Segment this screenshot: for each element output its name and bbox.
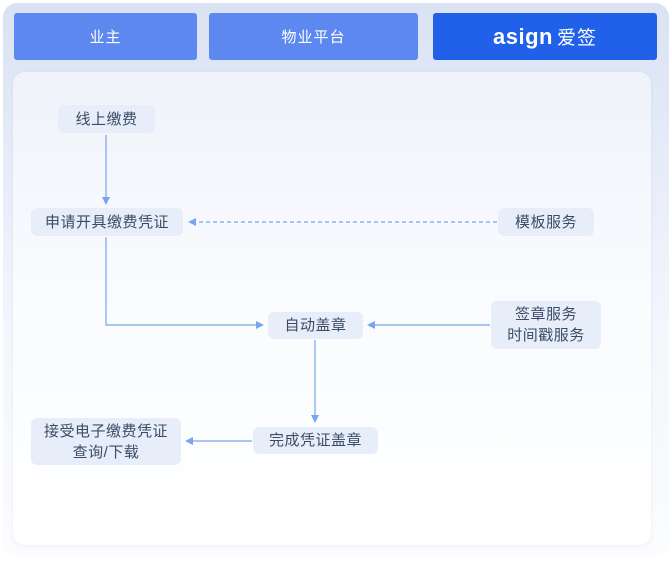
node-apply-voucher: 申请开具缴费凭证 [31,208,183,236]
node-receive-voucher: 接受电子缴费凭证 查询/下载 [31,418,181,465]
lane-owner-label: 业主 [89,29,122,46]
asign-logo-text: asign [493,23,553,49]
lane-header-owner: 业主 [14,13,197,60]
node-label: 模板服务 [514,213,577,231]
flowchart-board: 业主 物业平台 asign 爱签 线上 [3,3,669,556]
lane-platform-label: 物业平台 [281,29,346,46]
asign-logo-cn-text: 爱签 [556,28,597,49]
node-template-service: 模板服务 [498,208,594,236]
node-signature-timestamp-service: 签章服务 时间戳服务 [491,301,601,349]
flow-arrows [102,135,497,445]
node-label: 完成凭证盖章 [268,432,362,449]
arrow-apply-to-auto [105,237,264,329]
flow-panel: 线上缴费 申请开具缴费凭证 模板服务 自动盖章 签章服务 时间戳服务 完成凭证盖… [13,72,651,545]
node-label-line2: 时间戳服务 [507,327,585,344]
lane-header-property-platform: 物业平台 [209,13,418,60]
node-label-line1: 签章服务 [514,306,577,323]
node-label-line1: 接受电子缴费凭证 [43,422,168,440]
node-label: 线上缴费 [75,110,138,128]
lane-header-asign-brand: asign 爱签 [433,13,657,60]
node-label-line2: 查询/下载 [72,443,140,461]
node-label: 申请开具缴费凭证 [44,213,169,231]
node-auto-stamp: 自动盖章 [268,312,363,339]
node-complete-stamp: 完成凭证盖章 [253,427,378,454]
node-online-payment: 线上缴费 [58,105,155,133]
node-label: 自动盖章 [284,317,347,334]
